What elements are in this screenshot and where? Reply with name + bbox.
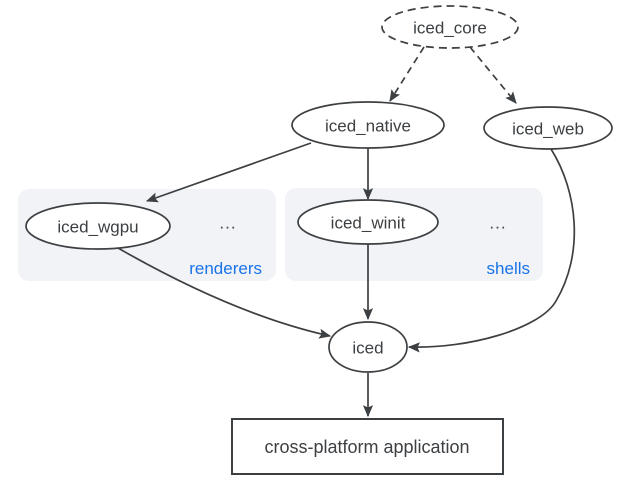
renderers-group-label: renderers bbox=[189, 259, 262, 278]
edge-iced-core-to-iced-web bbox=[469, 46, 517, 104]
node-application-rect bbox=[231, 418, 504, 475]
node-iced-wgpu-label: iced_wgpu bbox=[57, 218, 138, 237]
node-iced-native-ellipse bbox=[291, 101, 445, 149]
node-iced-core-ellipse bbox=[381, 5, 519, 49]
shells-group-label: shells bbox=[487, 259, 530, 278]
node-iced-web-ellipse bbox=[483, 106, 613, 150]
edge-iced-core-to-iced-native bbox=[389, 46, 425, 102]
edge-iced-wgpu-to-iced bbox=[117, 247, 332, 339]
edge-iced-native-to-iced-wgpu bbox=[145, 142, 312, 203]
edge-iced-web-to-iced bbox=[407, 148, 576, 353]
node-iced-winit-ellipse bbox=[297, 199, 439, 245]
node-application-label: cross-platform application bbox=[264, 437, 469, 457]
node-iced-core-label: iced_core bbox=[413, 19, 487, 38]
node-iced-web-label: iced_web bbox=[512, 120, 584, 139]
node-iced-ellipse bbox=[328, 321, 408, 373]
renderers-ellipsis: ... bbox=[219, 214, 236, 233]
node-iced-label: iced bbox=[352, 339, 383, 358]
node-iced-winit-label: iced_winit bbox=[331, 214, 406, 233]
node-iced-native-label: iced_native bbox=[325, 117, 411, 136]
node-iced-wgpu-ellipse bbox=[25, 202, 171, 250]
shells-ellipsis: ... bbox=[489, 214, 506, 233]
